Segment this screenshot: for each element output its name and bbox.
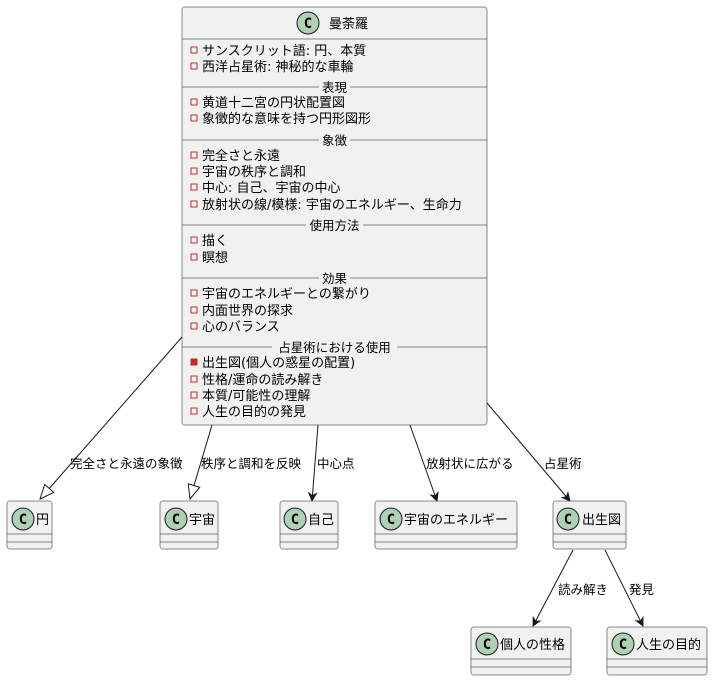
class-title: 曼荼羅 (329, 17, 368, 32)
svg-text:C: C (291, 512, 299, 528)
section-item: 描く (202, 234, 228, 249)
class-title: 宇宙のエネルギー (404, 513, 508, 528)
section-item: 出生図(個人の惑星の配置) (202, 355, 355, 371)
class-seikaku[interactable]: C 個人の性格 (470, 626, 572, 676)
edge-label: 読み解き (558, 582, 608, 597)
section-item: 象徴的な意味を持つ円形図形 (202, 111, 371, 127)
attribute-item: 西洋占星術: 神秘的な車輪 (202, 59, 354, 75)
edge-to-seikaku: 読み解き (532, 549, 608, 627)
edge-to-energy: 放射状に広がる (409, 424, 514, 502)
section-title: 表現 (322, 80, 348, 95)
section-item: 本質/可能性の理解 (202, 389, 310, 404)
section-title: 象徴 (322, 133, 348, 148)
section-item: 黄道十二宮の円状配置図 (202, 95, 345, 111)
edge-to-mokuteki: 発見 (604, 549, 655, 627)
class-title: 人生の目的 (636, 637, 701, 653)
class-jiko[interactable]: C 自己 (279, 500, 339, 550)
section-item: 性格/運命の読み解き (202, 372, 323, 388)
section-title: 占星術における使用 (278, 340, 391, 355)
class-title: 個人の性格 (500, 637, 565, 653)
svg-text:C: C (19, 512, 27, 528)
class-mandala[interactable]: C 曼荼羅 サンスクリット語: 円、本質 西洋占星術: 神秘的な車輪 表現 黄道… (181, 6, 488, 426)
section-item: 人生の目的の発見 (202, 404, 306, 420)
class-title: 出生図 (582, 513, 621, 528)
svg-text:C: C (483, 637, 491, 653)
edge-to-en: 完全さと永遠の象徴 (40, 336, 183, 499)
class-chart[interactable]: C 出生図 (552, 500, 627, 550)
edge-label: 占星術 (544, 456, 582, 471)
svg-text:C: C (172, 512, 180, 528)
edge-label: 発見 (629, 582, 655, 597)
edge-label: 放射状に広がる (426, 456, 514, 471)
section-item: 完全さと永遠 (202, 148, 280, 164)
svg-text:C: C (564, 512, 572, 528)
svg-text:C: C (304, 16, 312, 32)
section-title: 使用方法 (309, 218, 359, 233)
edge-to-uchu: 秩序と調和を反映 (190, 424, 302, 499)
edge-label: 中心点 (317, 456, 355, 471)
edge-label: 完全さと永遠の象徴 (70, 456, 183, 471)
attribute-item: サンスクリット語: 円、本質 (202, 43, 366, 59)
class-title: 宇宙 (189, 513, 215, 528)
section-item: 心のバランス (202, 320, 280, 335)
section-item: 中心: 自己、宇宙の中心 (202, 181, 341, 196)
edge-to-jiko: 中心点 (307, 424, 355, 502)
section-item: 宇宙の秩序と調和 (202, 165, 306, 180)
class-uchu[interactable]: C 宇宙 (159, 500, 219, 550)
section-item: 瞑想 (202, 250, 228, 266)
class-en[interactable]: C 円 (6, 500, 53, 550)
section-item: 放射状の線/模様: 宇宙のエネルギー、生命力 (202, 197, 462, 213)
class-mokuteki[interactable]: C 人生の目的 (606, 626, 708, 676)
edge-to-chart: 占星術 (486, 402, 582, 502)
attribute-list: サンスクリット語: 円、本質 西洋占星術: 神秘的な車輪 (190, 43, 366, 75)
class-title: 自己 (308, 513, 334, 528)
class-energy[interactable]: C 宇宙のエネルギー (374, 500, 518, 550)
section-title: 効果 (322, 271, 348, 286)
svg-text:C: C (619, 637, 627, 653)
section-item: 内面世界の探求 (202, 303, 293, 319)
class-title: 円 (36, 513, 49, 528)
edge-label: 秩序と調和を反映 (201, 456, 302, 471)
class-badge-icon: C (296, 11, 320, 35)
section-item: 宇宙のエネルギーとの繋がり (202, 286, 371, 302)
svg-text:C: C (387, 512, 395, 528)
